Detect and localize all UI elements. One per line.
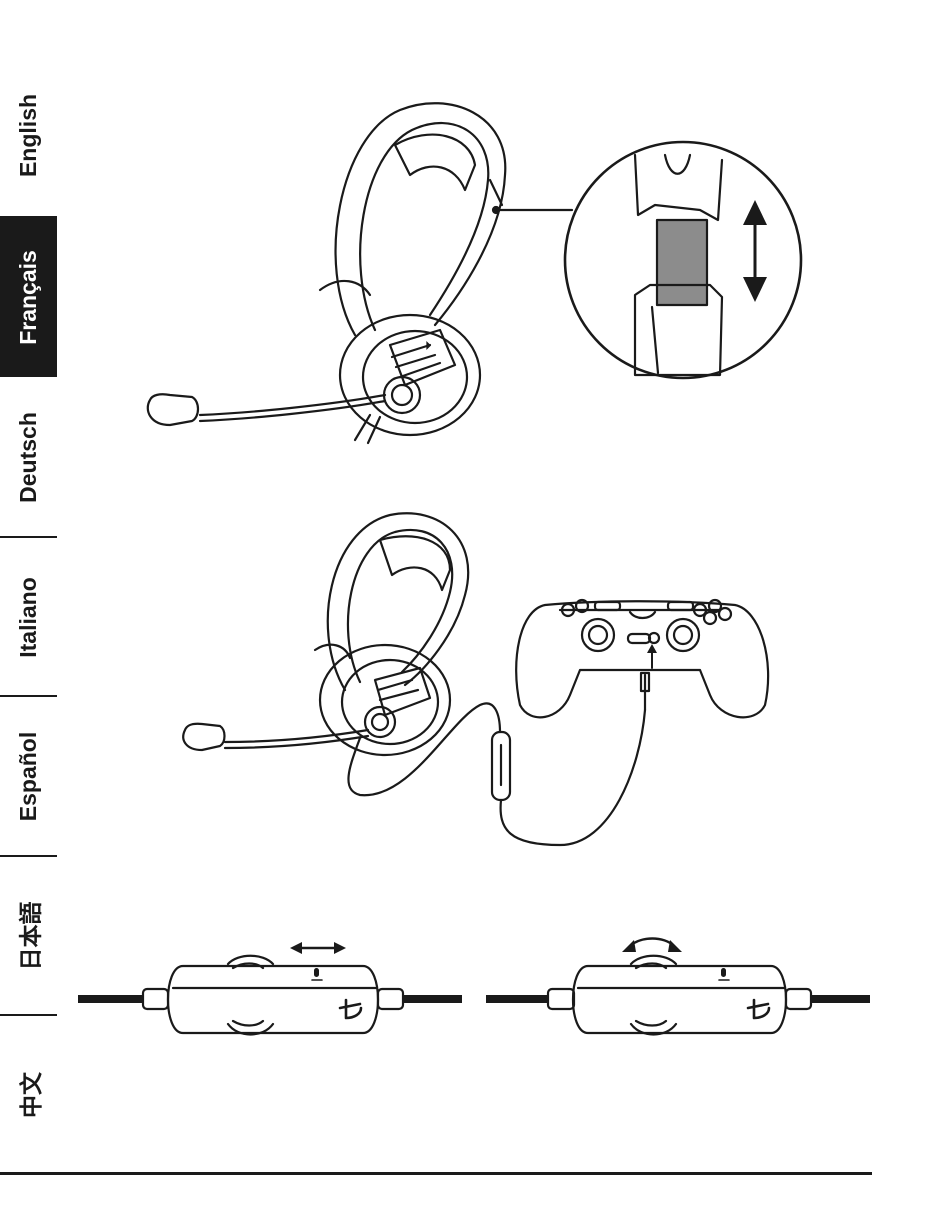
tab-label-italiano: Italiano [15,577,42,658]
headset-illustration [183,513,500,795]
tab-label-chinese: 中文 [12,1072,46,1118]
tab-espanol[interactable]: Español [0,696,57,856]
inline-mute-switch-illustration [78,938,468,1043]
microphone-icon [719,968,729,980]
inline-volume-wheel-illustration [486,930,876,1043]
tab-english[interactable]: English [0,55,57,215]
playstation-logo-icon [340,1000,361,1018]
tab-chinese[interactable]: 中文 [0,1015,57,1175]
tab-francais[interactable]: Français [0,217,57,377]
tab-label-japanese: 日本語 [12,902,46,971]
tab-label-francais: Français [15,250,42,345]
headband-slider-detail [565,142,801,378]
playstation-logo-icon [748,1000,769,1018]
tab-label-espanol: Español [15,731,42,820]
curved-double-arrow-icon [622,939,682,953]
inline-remote [492,710,645,845]
tab-label-english: English [15,93,42,176]
tab-japanese[interactable]: 日本語 [0,856,57,1016]
headband-adjustment-illustration: ⏵ [130,95,820,455]
game-controller-illustration [516,600,768,717]
headset-controller-connection-illustration [180,510,780,850]
double-arrow-horizontal-icon [290,942,346,954]
double-arrow-vertical-icon [743,200,767,302]
tab-deutsch[interactable]: Deutsch [0,377,57,537]
tab-label-deutsch: Deutsch [15,412,42,503]
arrow-up-icon [647,644,657,668]
tab-italiano[interactable]: Italiano [0,537,57,697]
headset-illustration: ⏵ [148,103,572,443]
bottom-rule [0,1172,872,1175]
language-tabs: English Français Deutsch Italiano Españo… [0,55,58,1177]
svg-text:⏵: ⏵ [425,339,432,354]
microphone-icon [312,968,322,980]
